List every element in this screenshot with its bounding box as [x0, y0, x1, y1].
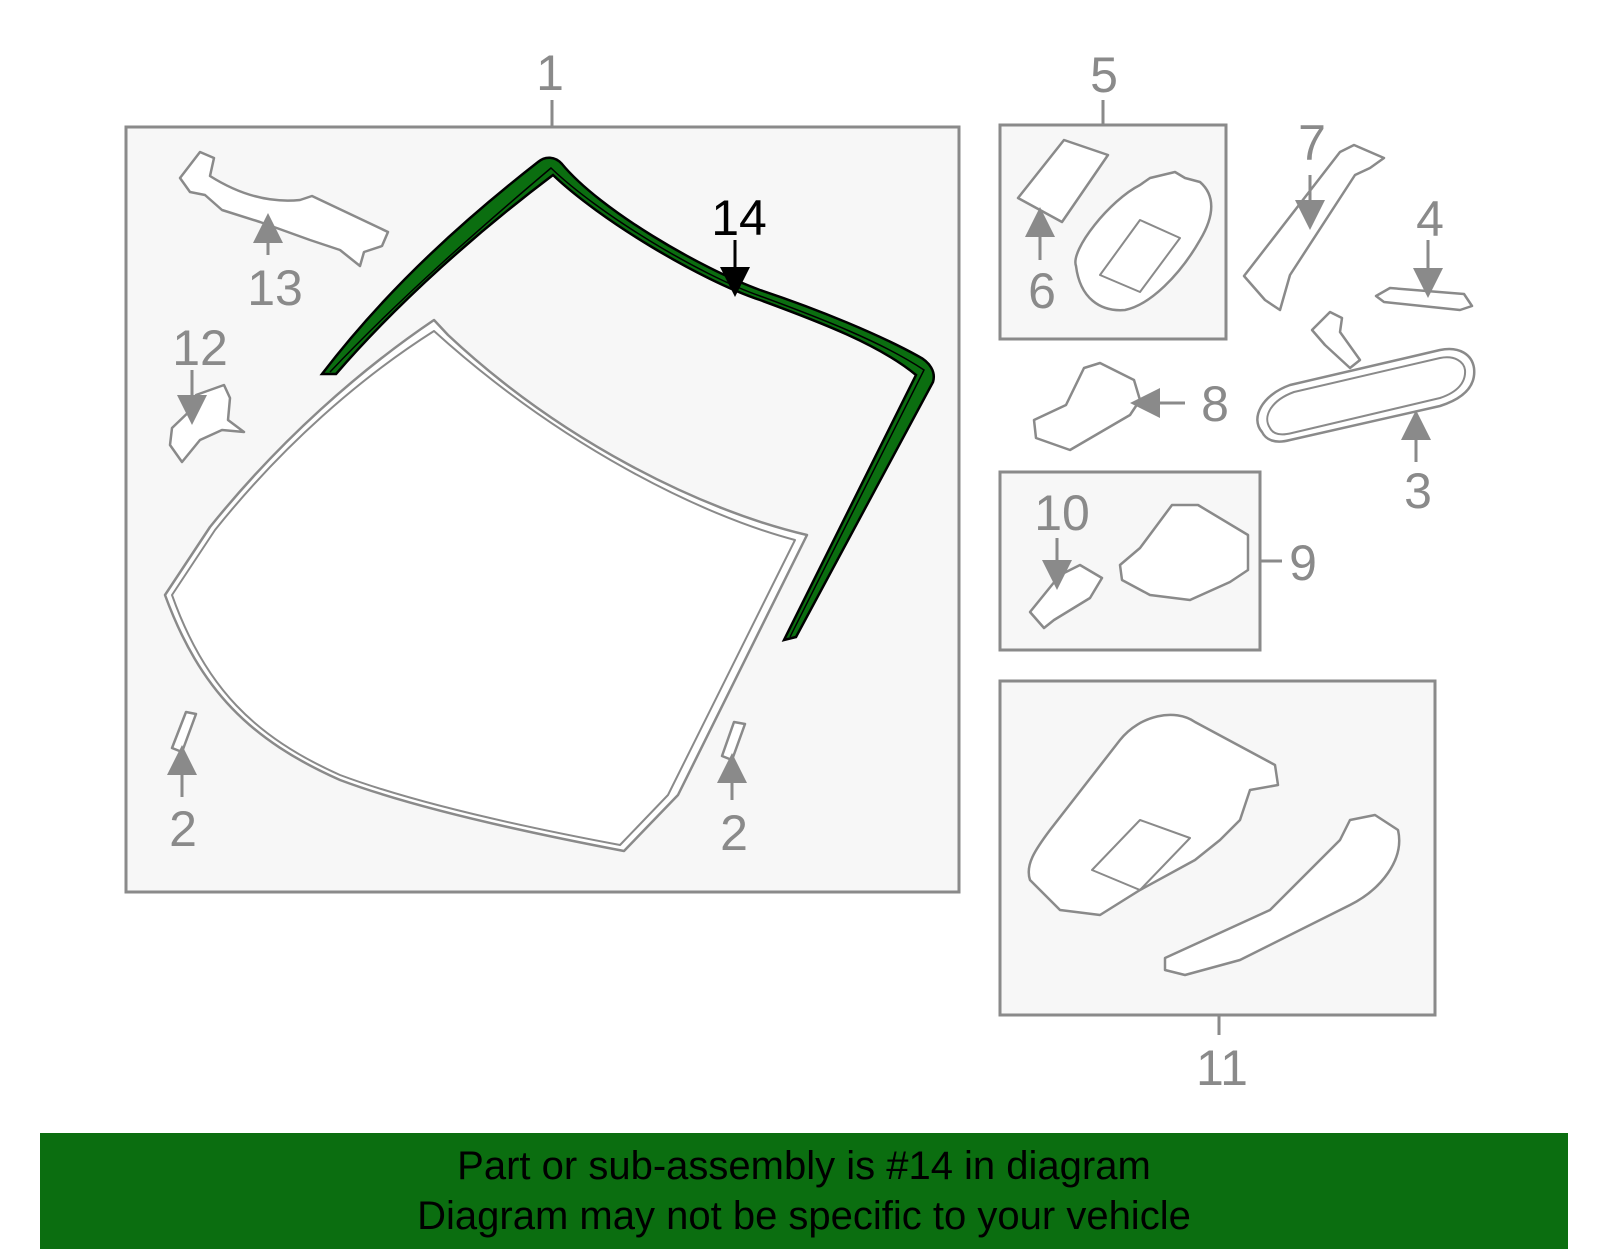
- windshield-glass-inner: [171, 330, 796, 846]
- callout-11: 11: [1196, 1040, 1248, 1096]
- part-5-sensor-window: [1099, 219, 1181, 293]
- part-3-mount-stem: [1310, 310, 1362, 370]
- part-11-console-housing: [1027, 713, 1280, 917]
- callout-3: 3: [1404, 463, 1432, 519]
- part-5-rain-sensor: [1074, 170, 1213, 312]
- part-3-rearview-mirror: [1256, 347, 1476, 443]
- callout-5: 5: [1090, 47, 1118, 103]
- callout-4: 4: [1416, 191, 1444, 247]
- callout-9: 9: [1289, 535, 1317, 591]
- callout-8: 8: [1201, 376, 1229, 432]
- banner-line-2: Diagram may not be specific to your vehi…: [417, 1194, 1191, 1238]
- windshield-moulding-highlighted: [319, 156, 935, 642]
- info-banner: Part or sub-assembly is #14 in diagram D…: [40, 1133, 1568, 1249]
- part-11-console-lens: [1091, 819, 1191, 891]
- callout-12: 12: [172, 320, 228, 376]
- windshield-moulding-edge: [329, 166, 925, 638]
- callout-13: 13: [247, 260, 303, 316]
- parts-diagram: 1 14 13 12 2 2 5 6 7 4 3 8 10 9: [124, 45, 1476, 1096]
- callout-2a: 2: [169, 801, 197, 857]
- part-3-mirror-glass: [1266, 356, 1467, 436]
- banner-line-1: Part or sub-assembly is #14 in diagram: [457, 1144, 1151, 1188]
- callout-2b: 2: [720, 805, 748, 861]
- part-11-console-trim: [1163, 813, 1401, 977]
- callout-14: 14: [711, 190, 767, 246]
- windshield-glass: [163, 318, 809, 853]
- callout-10: 10: [1034, 485, 1090, 541]
- part-13-cowl-bracket: [178, 150, 390, 268]
- part-8-bracket: [1032, 361, 1142, 452]
- part-9-mount-bracket: [1118, 503, 1250, 602]
- callout-1: 1: [536, 45, 564, 101]
- callout-6: 6: [1028, 263, 1056, 319]
- part-4-cover: [1374, 286, 1474, 312]
- callout-7: 7: [1298, 115, 1326, 171]
